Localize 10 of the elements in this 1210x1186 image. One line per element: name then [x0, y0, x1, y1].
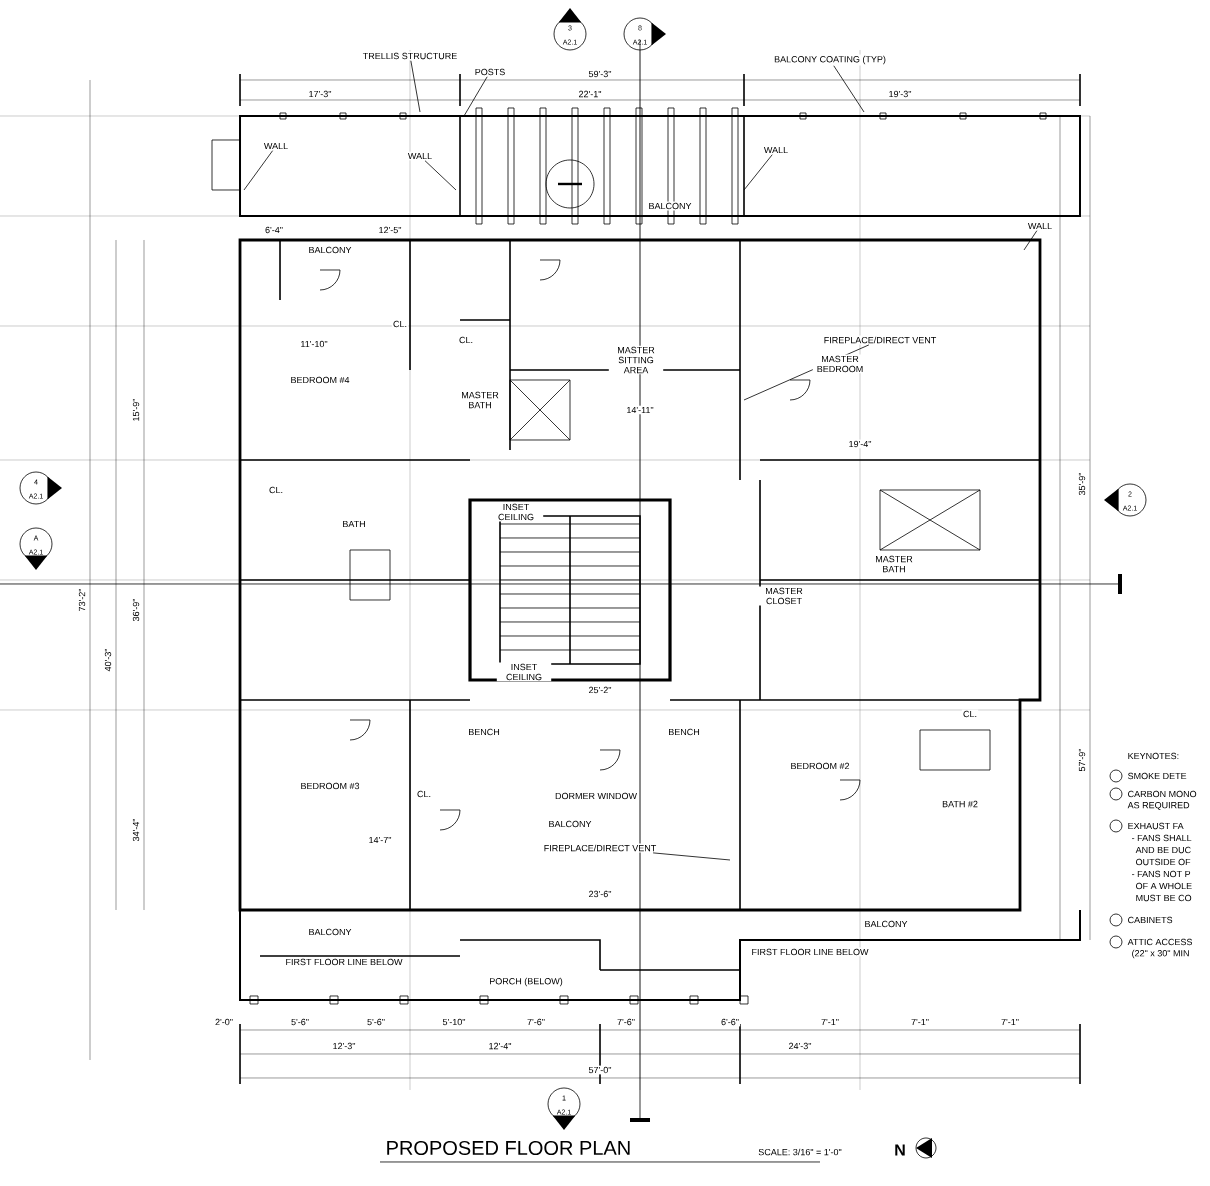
leader-line — [743, 154, 773, 191]
leader-line — [410, 60, 421, 113]
north-letter: N — [895, 1144, 905, 1156]
drawing-title: PROPOSED FLOOR PLAN — [387, 1140, 630, 1156]
leader-line — [833, 65, 865, 113]
leader-line — [1023, 230, 1038, 251]
leader-line — [463, 76, 488, 117]
leader-line — [243, 150, 273, 191]
leader-line — [652, 852, 731, 861]
leader-line — [424, 160, 457, 191]
